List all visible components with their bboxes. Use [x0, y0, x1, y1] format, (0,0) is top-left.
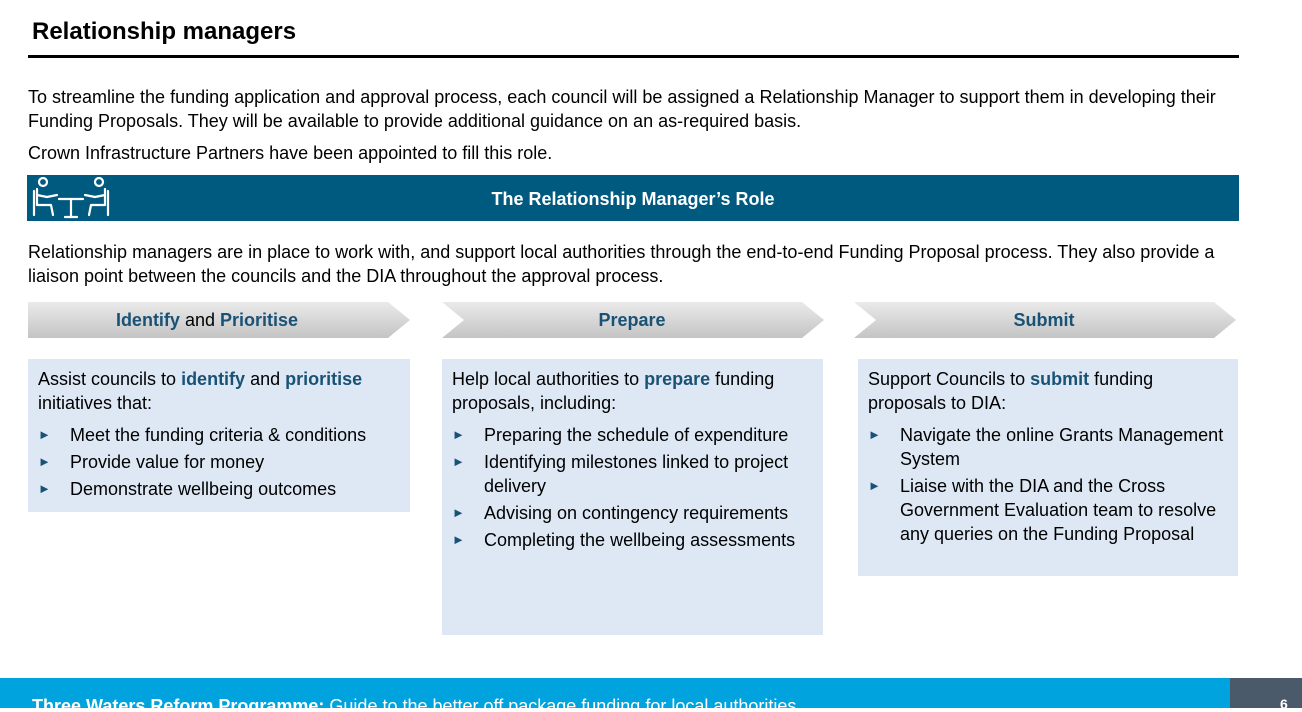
triangle-bullet-icon: ► [868, 478, 881, 493]
intro-paragraph-1: To streamline the funding application an… [28, 87, 1216, 131]
triangle-bullet-icon: ► [452, 505, 465, 520]
list-item-text: Advising on contingency requirements [484, 503, 789, 523]
footer-subtitle: Guide to the better off package funding … [324, 696, 797, 708]
list-item: ► Liaise with the DIA and the Cross Gover… [868, 474, 1228, 546]
meeting-people-icon [31, 175, 111, 221]
list-item: ► Meet the funding criteria & conditions [38, 423, 400, 447]
list-item: ► Completing the wellbeing assessments [452, 528, 809, 552]
card-lead: Help local authorities to prepare fundin… [452, 367, 809, 415]
card-bullet-list: ►Meet the funding criteria & conditions … [38, 423, 400, 501]
step-label-and: and [184, 310, 216, 330]
lead-text: Support Councils to [868, 369, 1031, 389]
list-item: ► Provide value for money [38, 450, 400, 474]
list-item-text: Preparing the schedule of expenditure [484, 425, 789, 445]
list-item-text: Completing the wellbeing assessments [484, 530, 796, 550]
list-item-text: Meet the funding criteria & conditions [70, 425, 367, 445]
step-label-prepare: Prepare [598, 310, 666, 330]
list-item: ► Navigate the online Grants Management S… [868, 423, 1228, 471]
card-submit: Support Councils to submit funding propo… [858, 359, 1238, 576]
page-number-box: 6 [1230, 678, 1302, 712]
footer-bar: Three Waters Reform Programme: Guide to … [0, 678, 1230, 708]
step-arrow-identify-prioritise: Identify and Prioritise [28, 302, 410, 338]
list-item-text: Identifying milestones linked to project… [484, 452, 789, 496]
intro-paragraph-2: Crown Infrastructure Partners have been … [28, 143, 553, 163]
triangle-bullet-icon: ► [38, 427, 51, 442]
lead-text: funding proposals, including: [452, 369, 775, 413]
list-item-text: Liaise with the DIA and the Cross Govern… [900, 476, 1217, 544]
card-lead: Support Councils to submit funding propo… [868, 367, 1228, 415]
lead-highlight-prioritise: prioritise [285, 369, 363, 389]
list-item-text: Demonstrate wellbeing outcomes [70, 479, 337, 499]
lead-text: and [245, 369, 286, 389]
triangle-bullet-icon: ► [452, 454, 465, 469]
lead-highlight-prepare: prepare [644, 369, 711, 389]
list-item-text: Provide value for money [70, 452, 265, 472]
list-item: ► Preparing the schedule of expenditure [452, 423, 809, 447]
lead-text: initiatives that: [38, 393, 153, 413]
triangle-bullet-icon: ► [38, 454, 51, 469]
lead-highlight-identify: identify [181, 369, 246, 389]
card-lead: Assist councils to identify and prioriti… [38, 367, 400, 415]
page-number: 6 [1280, 696, 1288, 712]
triangle-bullet-icon: ► [868, 427, 881, 442]
card-identify-prioritise: Assist councils to identify and prioriti… [28, 359, 410, 512]
card-bullet-list: ► Preparing the schedule of expenditure ►… [452, 423, 809, 552]
lead-text: funding proposals to DIA: [868, 369, 1154, 413]
list-item: ► Advising on contingency requirements [452, 501, 809, 525]
banner-title: The Relationship Manager’s Role [491, 189, 775, 209]
step-label-prioritise: Prioritise [220, 310, 299, 330]
lead-text: Assist councils to [38, 369, 182, 389]
intro-text: To streamline the funding application an… [28, 85, 1248, 173]
lead-highlight-submit: submit [1030, 369, 1090, 389]
step-arrow-submit: Submit [854, 302, 1236, 338]
footer-programme: Three Waters Reform Programme: [32, 696, 325, 708]
triangle-bullet-icon: ► [452, 532, 465, 547]
triangle-bullet-icon: ► [38, 481, 51, 496]
step-label-submit: Submit [1013, 310, 1075, 330]
list-item-text: Navigate the online Grants Management Sy… [900, 425, 1224, 469]
step-label-identify-prioritise: Identify and Prioritise [28, 310, 386, 331]
footer-text: Three Waters Reform Programme: Guide to … [32, 696, 796, 708]
slide-title: Relationship managers [32, 18, 297, 45]
list-item: ► Identifying milestones linked to projec… [452, 450, 809, 498]
step-arrow-prepare: Prepare [442, 302, 824, 338]
lead-text: Help local authorities to [452, 369, 645, 389]
triangle-bullet-icon: ► [452, 427, 465, 442]
role-banner: The Relationship Manager’s Role [27, 175, 1239, 221]
step-label-identify: Identify [115, 310, 180, 330]
role-description: Relationship managers are in place to wo… [28, 242, 1215, 286]
card-bullet-list: ► Navigate the online Grants Management S… [868, 423, 1228, 546]
card-prepare: Help local authorities to prepare fundin… [442, 359, 823, 635]
list-item: ► Demonstrate wellbeing outcomes [38, 477, 400, 501]
title-underline [28, 55, 1239, 58]
